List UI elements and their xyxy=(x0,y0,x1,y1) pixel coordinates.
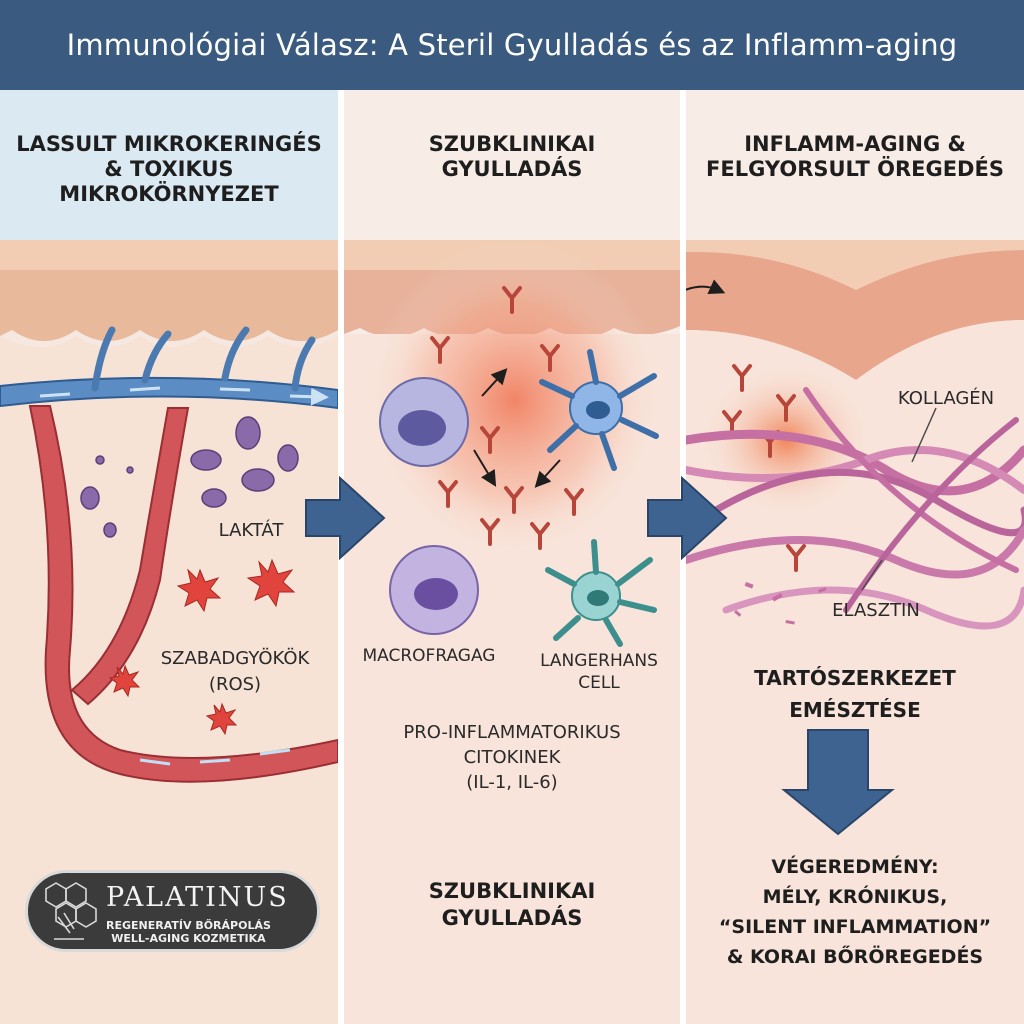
langerhans-label: LANGERHANS CELL xyxy=(540,651,658,693)
microcirculation-illustration xyxy=(0,240,338,1024)
lactate-label: LAKTÁT xyxy=(218,520,284,541)
free-radicals-label: SZABADGYÖKÖK (ROS) xyxy=(160,648,310,695)
elastin-label: ELASZTIN xyxy=(832,600,920,621)
tissue-damage-illustration xyxy=(686,240,1024,1024)
panel-header: SZUBKLINIKAI GYULLADÁS xyxy=(344,90,680,240)
palatinus-logo: PALATINUS REGENERATÍV BŐRÁPOLÁS WELL-AGI… xyxy=(25,870,320,952)
panel-heading: INFLAMM-AGING & FELGYORSULT ÖREGEDÉS xyxy=(706,132,1004,181)
panel-microcirculation: LASSULT MIKROKERINGÉS & TOXIKUS MIKROKÖR… xyxy=(0,90,338,1024)
panel-header: INFLAMM-AGING & FELGYORSULT ÖREGEDÉS xyxy=(686,90,1024,240)
palatinus-logo-icon xyxy=(45,882,97,940)
page-title: Immunológiai Válasz: A Steril Gyulladás … xyxy=(66,28,958,62)
logo-tagline: REGENERATÍV BŐRÁPOLÁS WELL-AGING KOZMETI… xyxy=(106,919,271,945)
title-bar: Immunológiai Válasz: A Steril Gyulladás … xyxy=(0,0,1024,90)
macrophage-label: MACROFRAGAG xyxy=(362,646,496,666)
panel-subclinical-inflammation: SZUBKLINIKAI GYULLADÁS xyxy=(344,90,680,1024)
panel-heading: LASSULT MIKROKERINGÉS & TOXIKUS MIKROKÖR… xyxy=(16,132,322,206)
subclinical-footer-label: SZUBKLINIKAI GYULLADÁS xyxy=(428,879,596,930)
logo-name: PALATINUS xyxy=(106,882,289,913)
digestion-label: TARTÓSZERKEZET EMÉSZTÉSE xyxy=(754,666,956,722)
panel-heading: SZUBKLINIKAI GYULLADÁS xyxy=(428,132,596,181)
immune-cells-illustration xyxy=(344,240,680,1024)
collagen-label: KOLLAGÉN xyxy=(897,388,995,409)
cytokines-label: PRO-INFLAMMATORIKUS CITOKINEK (IL-1, IL-… xyxy=(403,722,621,793)
panel-header: LASSULT MIKROKERINGÉS & TOXIKUS MIKROKÖR… xyxy=(0,90,338,240)
panel-inflamm-aging: INFLAMM-AGING & FELGYORSULT ÖREGEDÉS xyxy=(686,90,1024,1024)
outcome-label: VÉGEREDMÉNY: MÉLY, KRÓNIKUS, “SILENT INF… xyxy=(718,856,992,968)
down-arrow-icon xyxy=(781,729,895,836)
